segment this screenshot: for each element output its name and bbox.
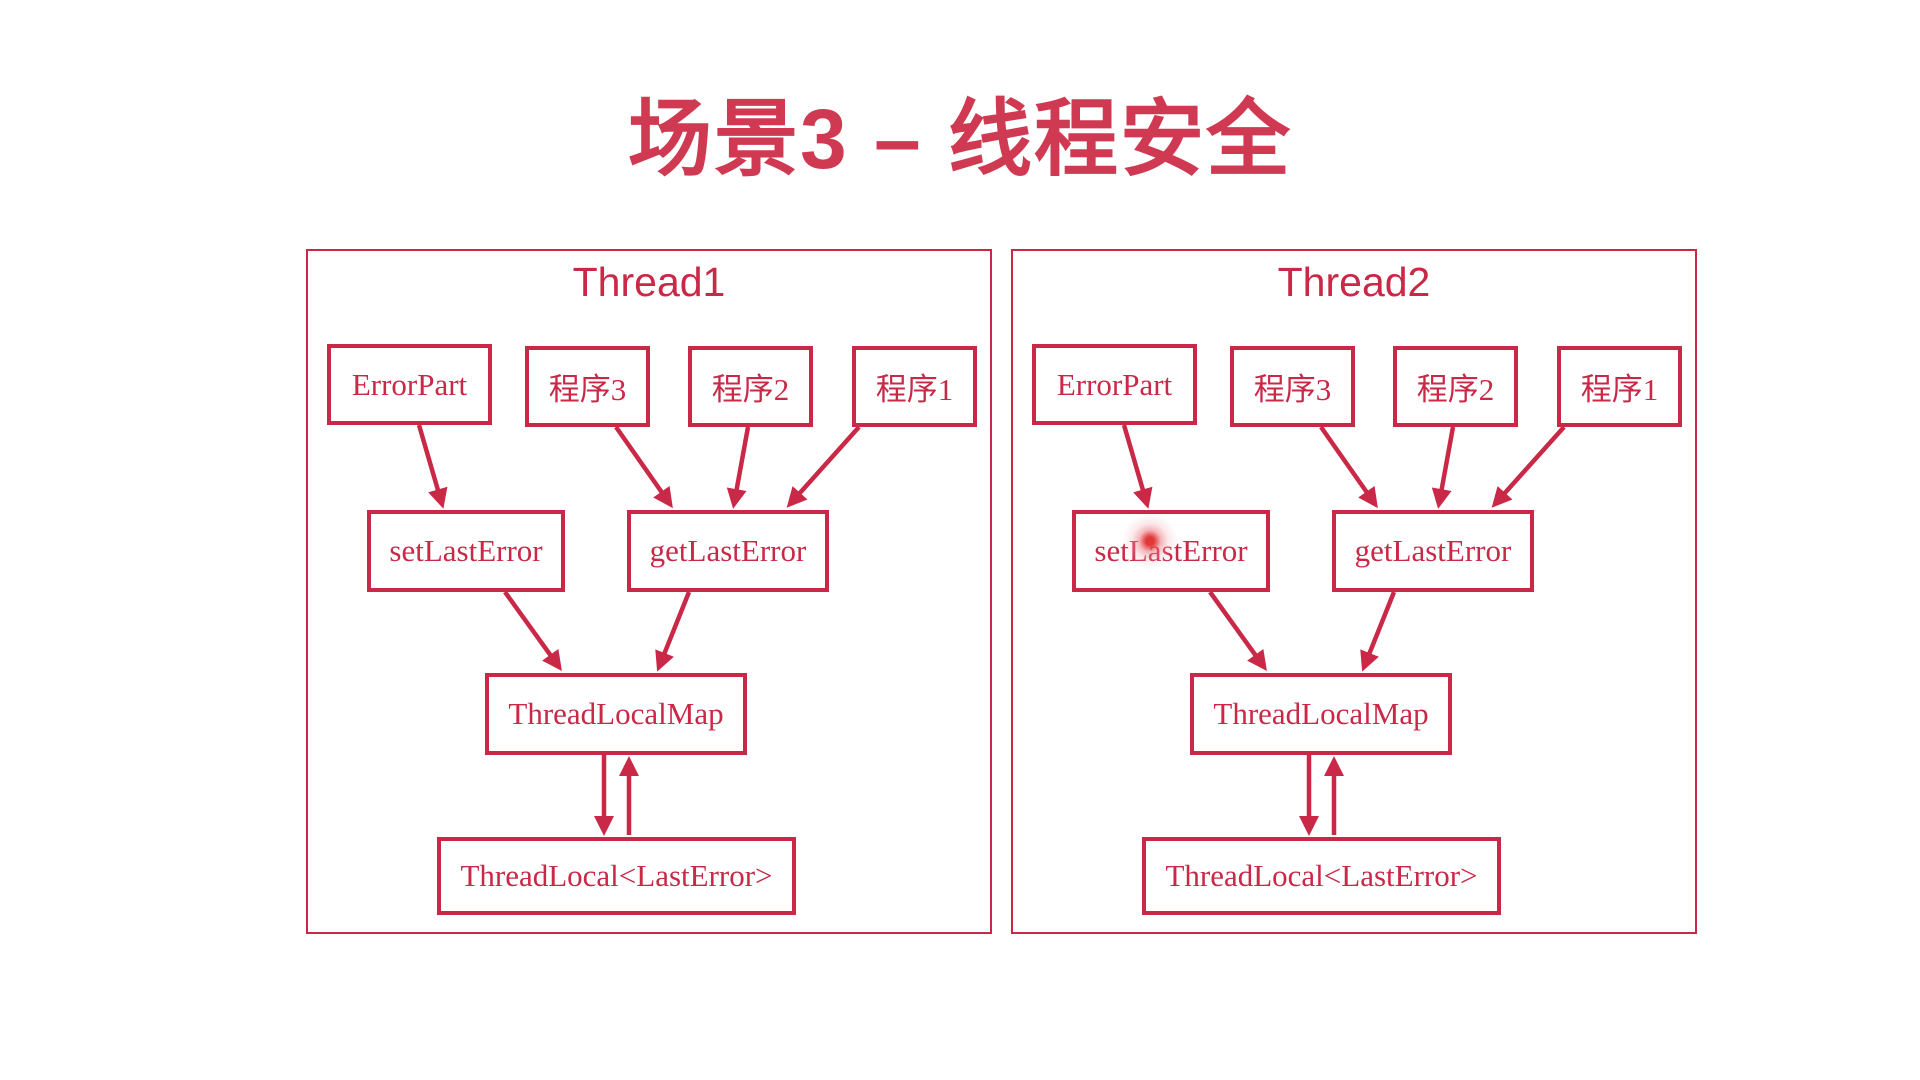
node-program2: 程序2 (1393, 346, 1518, 427)
thread1-panel-title: Thread1 (572, 259, 726, 305)
node-program2: 程序2 (688, 346, 813, 427)
arrow-prog2-to-getlasterror (1431, 426, 1456, 509)
node-setlasterror: setLastError (367, 510, 565, 592)
node-setlasterror: setLastError (1072, 510, 1270, 592)
node-errorpart: ErrorPart (327, 344, 492, 425)
thread2-panel-title: Thread2 (1277, 259, 1431, 305)
arrow-getlasterror-to-threadlocalmap (1360, 591, 1397, 672)
node-program3: 程序3 (1230, 346, 1355, 427)
node-getlasterror: getLastError (627, 510, 829, 592)
node-program3: 程序3 (525, 346, 650, 427)
node-errorpart: ErrorPart (1032, 344, 1197, 425)
page-title: 场景3 – 线程安全 (627, 92, 1293, 186)
arrow-prog1-to-getlasterror (1491, 425, 1566, 508)
node-getlasterror: getLastError (1332, 510, 1534, 592)
arrow-errorpart-to-setlasterror (1121, 424, 1153, 509)
arrow-setlasterror-to-threadlocalmap (503, 590, 562, 672)
arrow-getlasterror-to-threadlocalmap (655, 591, 692, 672)
node-program1: 程序1 (852, 346, 977, 427)
arrow-errorpart-to-setlasterror (416, 424, 448, 509)
node-program1: 程序1 (1557, 346, 1682, 427)
node-threadlocalmap: ThreadLocalMap (485, 673, 747, 755)
arrow-prog3-to-getlasterror (614, 425, 673, 509)
arrow-setlasterror-to-threadlocalmap (1208, 590, 1267, 672)
arrow-prog1-to-getlasterror (786, 425, 861, 508)
thread1-panel: Thread1 ErrorPart 程序3 程序2 程序1 setLastErr… (306, 249, 992, 934)
node-threadlocalmap: ThreadLocalMap (1190, 673, 1452, 755)
node-threadlocal-lasterror: ThreadLocal<LastError> (437, 837, 796, 915)
arrow-prog2-to-getlasterror (726, 426, 751, 509)
arrow-prog3-to-getlasterror (1319, 425, 1378, 509)
thread2-panel: Thread2 ErrorPart 程序3 程序2 程序1 setLastErr… (1011, 249, 1697, 934)
node-threadlocal-lasterror: ThreadLocal<LastError> (1142, 837, 1501, 915)
